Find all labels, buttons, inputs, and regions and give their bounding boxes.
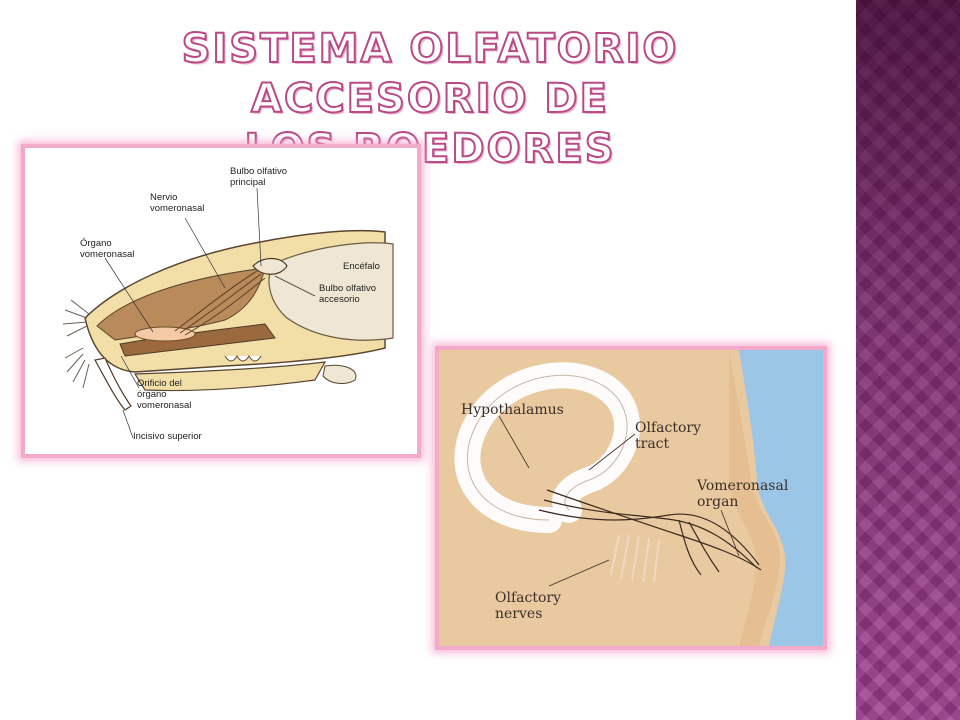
label-vomeronasal-line2: organ <box>697 494 738 510</box>
rodent-diagram-figure: Bulbo olfativo principal Nervio vomerona… <box>21 144 421 458</box>
label-encefalo: Encéfalo <box>343 261 380 272</box>
label-incisivo: Incisivo superior <box>133 431 202 442</box>
label-orificio-line3: vomeronasal <box>137 400 191 411</box>
label-bulbo-principal-line2: principal <box>230 177 265 188</box>
label-nervio-line2: vomeronasal <box>150 203 204 214</box>
rodent-diagram-illustration: Bulbo olfativo principal Nervio vomerona… <box>62 166 394 442</box>
label-vomeronasal-line1: Vomeronasal <box>696 478 789 494</box>
slide-title: SISTEMA OLFATORIO ACCESORIO DE LOS ROEDO… <box>40 24 820 174</box>
label-olfactory-tract-line2: tract <box>635 436 670 452</box>
label-organo-line2: vomeronasal <box>80 249 134 260</box>
label-olfactory-nerves-line1: Olfactory <box>495 590 561 606</box>
title-line-1: SISTEMA OLFATORIO ACCESORIO DE <box>181 25 679 123</box>
label-bulbo-accesorio-line1: Bulbo olfativo <box>319 283 376 294</box>
label-olfactory-nerves-line2: nerves <box>495 606 542 622</box>
human-diagram-illustration: Hypothalamus Olfactory tract Vomeronasal… <box>439 350 823 646</box>
label-olfactory-tract-line1: Olfactory <box>635 420 701 436</box>
label-nervio-line1: Nervio <box>150 192 177 203</box>
label-bulbo-principal-line1: Bulbo olfativo <box>230 166 287 177</box>
label-hypothalamus: Hypothalamus <box>461 402 564 418</box>
human-diagram-figure: Hypothalamus Olfactory tract Vomeronasal… <box>435 346 827 650</box>
label-organo-line1: Órgano <box>80 238 112 249</box>
label-bulbo-accesorio-line2: accesorio <box>319 294 360 305</box>
label-orificio-line1: Orificio del <box>137 378 182 389</box>
label-orificio-line2: órgano <box>137 389 167 400</box>
decorative-side-band <box>856 0 960 720</box>
